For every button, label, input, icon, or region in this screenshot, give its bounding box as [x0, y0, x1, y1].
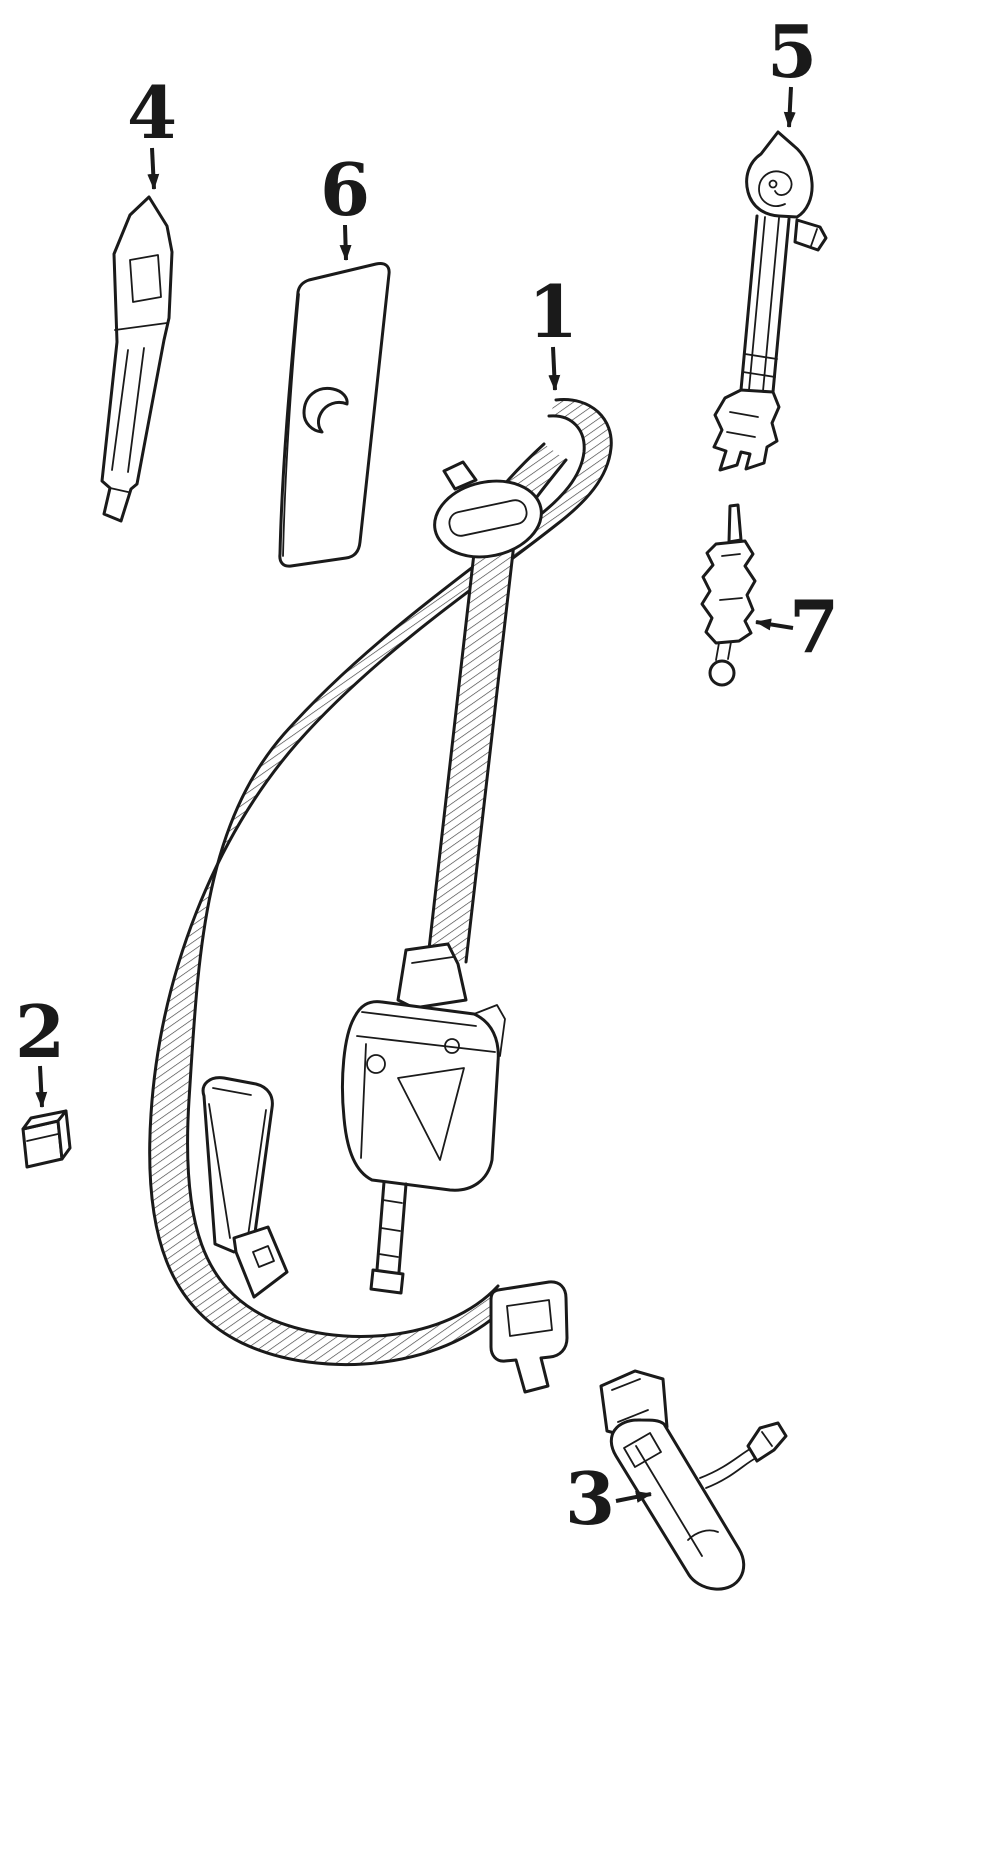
height-adjuster-bracket: [712, 388, 781, 472]
callout-1-label: 1: [528, 269, 578, 354]
anchor-plate-slot-hole: [129, 254, 162, 303]
callout-5-label: 5: [767, 9, 817, 94]
callout-4-label: 4: [127, 70, 177, 155]
part-5-height-adjuster-drawing: [712, 130, 828, 472]
clip-side-face: [56, 1109, 72, 1161]
height-adjuster-bracket-details: [726, 411, 759, 438]
part-6-trim-cover-drawing: [278, 262, 391, 568]
callout-2-label: 2: [15, 989, 65, 1074]
belt-end-tongue-slot: [506, 1299, 553, 1337]
buckle-body-details: [623, 1432, 719, 1557]
retractor-body: [340, 1000, 500, 1192]
retractor-top-bracket: [396, 942, 468, 1010]
callout-6-label: 6: [320, 147, 370, 232]
anchor-plate-details: [109, 322, 168, 493]
callout-7-arrow: [755, 618, 794, 631]
buckle-connector: [746, 1421, 788, 1463]
height-adjuster-pin: [768, 179, 778, 189]
callout-1: 1: [528, 269, 578, 391]
adjuster-slide-details: [715, 553, 743, 661]
callout-3-arrow: [615, 1491, 652, 1503]
latch-tongue-pad-details: [208, 1087, 267, 1239]
height-adjuster-head: [745, 130, 814, 219]
callout-3-label: 3: [565, 1456, 615, 1541]
trim-cover-finger-hole: [302, 386, 349, 434]
clip-slot-line: [26, 1133, 59, 1142]
belt-guide-slot: [448, 499, 528, 537]
part-4-anchor-plate-drawing: [100, 195, 174, 523]
belt-loop-webbing: [149, 399, 612, 1365]
callout-7: 7: [755, 584, 839, 669]
callout-6-arrow: [339, 224, 352, 261]
part-3-buckle-drawing: [599, 1369, 788, 1591]
buckle-wires: [699, 1448, 757, 1489]
belt-guide-loop: [433, 460, 543, 559]
callout-4-arrow: [147, 147, 160, 190]
callout-5-arrow: [783, 86, 796, 128]
latch-tongue-pad: [201, 1076, 274, 1254]
belt-end-tongue: [489, 1280, 569, 1394]
callout-5: 5: [767, 9, 817, 128]
pretensioner-cap: [369, 1268, 405, 1295]
adjuster-slide-body: [700, 539, 757, 645]
retractor-body-details: [356, 1004, 506, 1161]
callout-7-label: 7: [789, 584, 839, 669]
adjuster-slide-pin: [727, 503, 743, 544]
height-adjuster-rail: [739, 214, 818, 394]
callout-6: 6: [320, 147, 370, 261]
retractor: [340, 942, 506, 1295]
belt-loop-inner-edge: [186, 414, 586, 1338]
adjuster-slide-eyelet: [708, 659, 736, 687]
part-7-adjuster-slide-drawing: [700, 503, 757, 687]
shoulder-strap-webbing: [428, 444, 566, 962]
retractor-bracket-line: [411, 956, 454, 964]
belt-end-tongue-body: [489, 1280, 569, 1394]
anchor-plate-outline: [100, 195, 174, 523]
callout-4: 4: [127, 70, 177, 190]
callout-2: 2: [15, 989, 65, 1108]
height-adjuster-hook-cutout: [758, 170, 793, 207]
trim-cover-outline: [278, 262, 391, 568]
buckle-body: [609, 1418, 746, 1591]
callout-3: 3: [565, 1456, 652, 1541]
trim-cover-edge-line: [282, 293, 300, 557]
part-2-clip-drawing: [21, 1109, 72, 1169]
buckle-strap-details: [611, 1378, 649, 1423]
pretensioner-tube: [375, 1180, 408, 1274]
callout-1-arrow: [548, 346, 561, 391]
latch-tongue: [201, 1076, 289, 1299]
belt-loop-outer-edge: [148, 398, 613, 1367]
latch-tongue-slot: [252, 1245, 275, 1268]
height-adjuster-peg: [793, 218, 828, 252]
latch-tongue-plate: [232, 1225, 289, 1299]
buckle-connector-line: [761, 1431, 773, 1447]
belt-guide-hook: [442, 460, 478, 491]
callout-2-arrow: [35, 1065, 48, 1108]
part-1-seat-belt-assembly-drawing: [148, 398, 613, 1394]
